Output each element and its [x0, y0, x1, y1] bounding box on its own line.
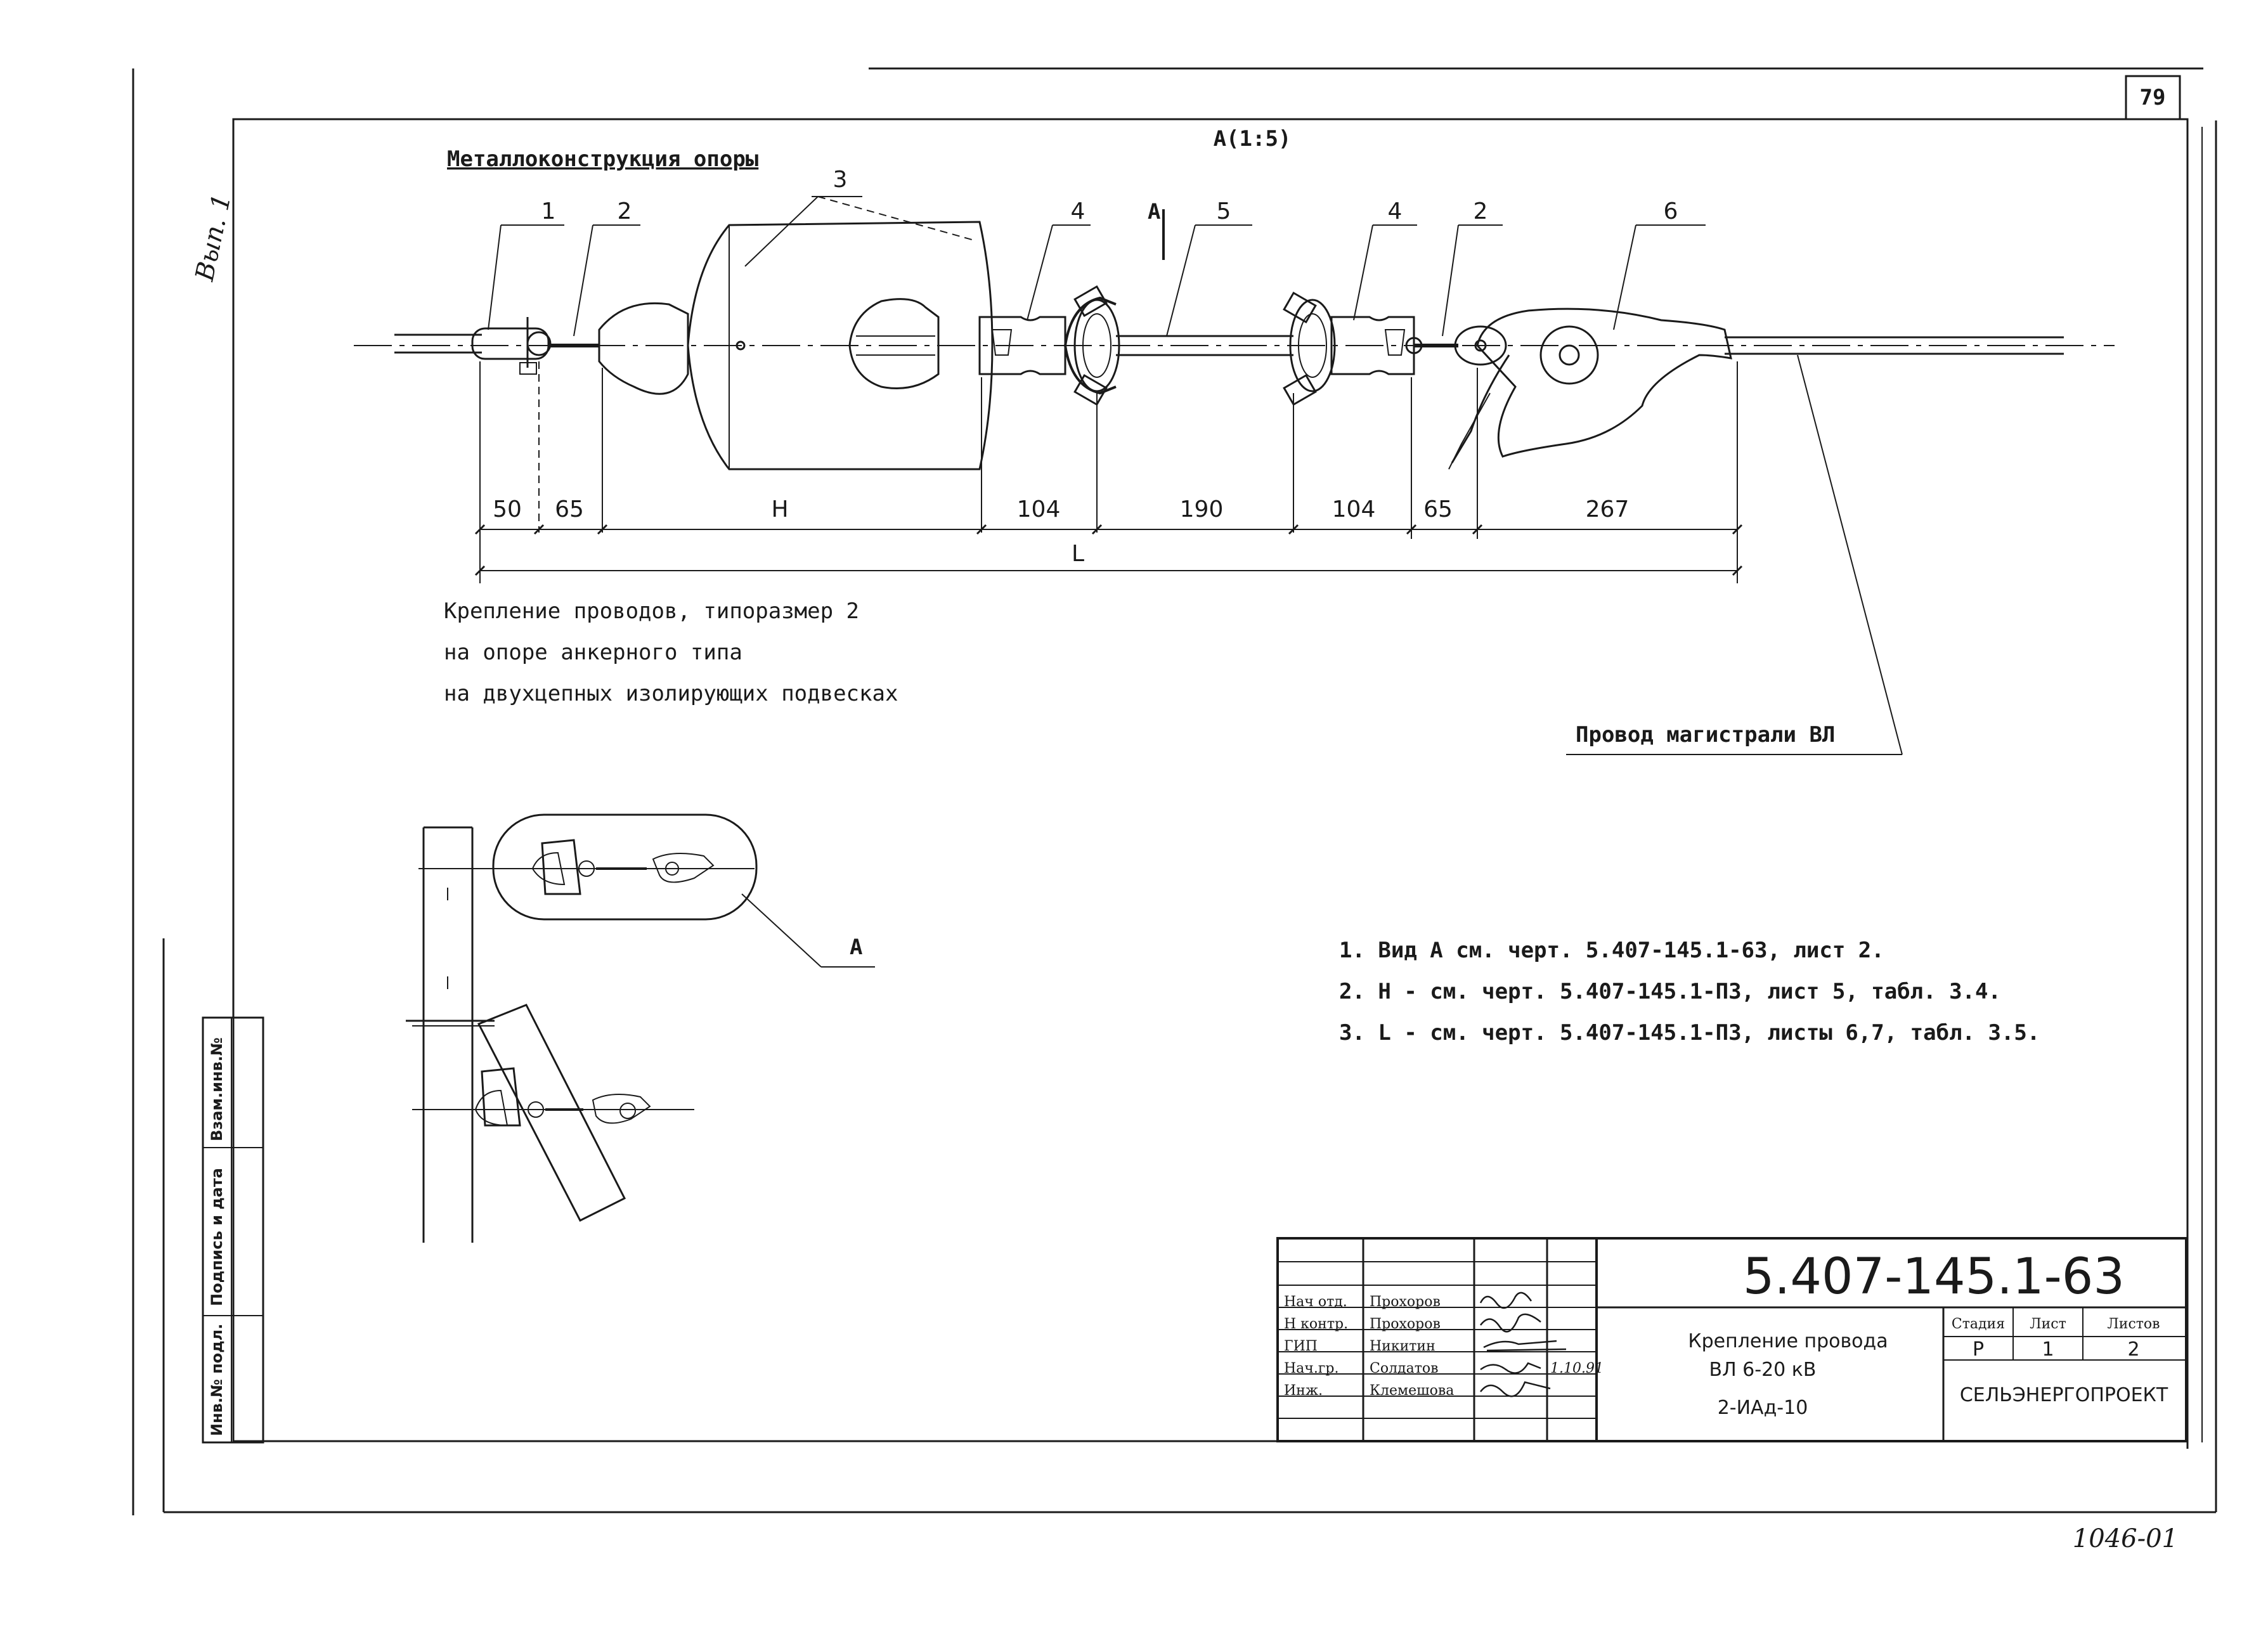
main-wire-label: Провод магистрали ВЛ	[1576, 722, 1835, 748]
position-callouts: 1 2 3 4 5 4 2 6	[488, 167, 1706, 337]
vyp-mark: Вып. 1	[190, 191, 237, 284]
dim-50: 50	[493, 496, 522, 522]
pos-6: 6	[1664, 198, 1678, 224]
clevis-right	[1330, 316, 1415, 375]
note-2: 2. Н - см. черт. 5.407-145.1-ПЗ, лист 5,…	[1339, 979, 2001, 1004]
dimension-chain: 50 65 Н 104 190 104 65 267 L	[474, 361, 1743, 583]
sheet-frame: 79	[132, 67, 2217, 1515]
staff-role-3: ГИП	[1284, 1338, 1318, 1354]
sheets-value: 2	[2127, 1338, 2139, 1361]
title-line-2: ВЛ 6-20 кВ	[1709, 1359, 1817, 1381]
pos-2-left: 2	[618, 198, 632, 224]
side-stamp-signature-date: Подпись и дата	[208, 1168, 226, 1306]
dim-267: 267	[1586, 496, 1630, 522]
side-stamp: Взам.инв.№ Подпись и дата Инв.№ подл.	[202, 1016, 264, 1444]
side-stamp-replace-inv: Взам.инв.№	[208, 1037, 226, 1141]
pos-3: 3	[833, 167, 848, 193]
side-stamp-original-inv: Инв.№ подл.	[208, 1324, 226, 1436]
pos-1: 1	[541, 198, 556, 224]
staff-role-4: Нач.гр.	[1284, 1361, 1338, 1376]
insulator-cap-right	[848, 298, 940, 389]
clevis-left	[978, 316, 1066, 375]
caption: Крепление проводов, типоразмер 2 на опор…	[444, 599, 898, 706]
staff-name-5: Клемешова	[1370, 1383, 1454, 1399]
staff-name-4: Солдатов	[1370, 1361, 1439, 1376]
pos-5: 5	[1217, 198, 1231, 224]
date-mark: 1.10.91	[1550, 1361, 1604, 1376]
sheets-header: Листов	[2107, 1316, 2160, 1332]
pos-4-right: 4	[1388, 198, 1403, 224]
pos-2-right: 2	[1474, 198, 1488, 224]
staff-role-1: Нач отд.	[1284, 1294, 1347, 1310]
insulator-assembly	[354, 221, 2115, 470]
yoke-right	[1283, 291, 1336, 406]
caption-line-2: на опоре анкерного типа	[444, 640, 742, 665]
support-structure-label: Металлоконструкция опоры	[447, 146, 758, 172]
signatures	[1479, 1292, 1567, 1397]
pos-4-left: 4	[1071, 198, 1085, 224]
caption-line-3: на двухцепных изолирующих подвесках	[444, 681, 898, 706]
dim-h: Н	[771, 496, 788, 522]
section-mark: А	[1148, 199, 1165, 260]
staff-name-2: Прохоров	[1370, 1316, 1441, 1332]
detail-callout-label: А	[850, 935, 862, 960]
stage-header: Стадия	[1952, 1316, 2005, 1332]
insulator-disc	[687, 221, 994, 470]
organization: СЕЛЬЭНЕРГОПРОЕКТ	[1960, 1384, 2168, 1406]
dim-104-left: 104	[1017, 496, 1061, 522]
staff-role-2: Н контр.	[1284, 1316, 1348, 1332]
note-1: 1. Вид А см. черт. 5.407-145.1-63, лист …	[1339, 938, 1884, 963]
staff-name-3: Никитин	[1370, 1338, 1435, 1354]
dim-l: L	[1072, 541, 1084, 567]
tension-clamp	[1476, 308, 1732, 458]
sheet-header: Лист	[2030, 1316, 2066, 1332]
page-number: 79	[2140, 85, 2166, 110]
title-line-1: Крепление провода	[1688, 1330, 1888, 1352]
main-wire-callout: Провод магистрали ВЛ	[1566, 354, 1903, 755]
overview-brace	[477, 1004, 626, 1222]
dim-65-left: 65	[555, 496, 584, 522]
yoke-left	[1064, 285, 1120, 406]
svg-text:А: А	[1148, 199, 1160, 224]
note-3: 3. L - см. черт. 5.407-145.1-ПЗ, листы 6…	[1339, 1020, 2040, 1046]
caption-line-1: Крепление проводов, типоразмер 2	[444, 599, 859, 624]
detail-callout-capsule	[492, 813, 758, 921]
insulator-cap-left	[598, 302, 689, 395]
page-number-box	[2125, 75, 2181, 120]
overview-sketch: А	[406, 813, 875, 1243]
title-line-3: 2-ИАд-10	[1718, 1397, 1808, 1419]
stage-value: Р	[1973, 1338, 1984, 1361]
view-title: А(1:5)	[1214, 126, 1292, 152]
notes: 1. Вид А см. черт. 5.407-145.1-63, лист …	[1339, 938, 2040, 1046]
staff-name-1: Прохоров	[1370, 1294, 1441, 1310]
dim-65-right: 65	[1423, 496, 1453, 522]
dim-190: 190	[1180, 496, 1224, 522]
staff-role-5: Инж.	[1284, 1383, 1323, 1399]
title-block: 5.407-145.1-63 Крепление провода ВЛ 6-20…	[1276, 1237, 2187, 1442]
dim-104-right: 104	[1332, 496, 1376, 522]
archive-number: 1046-01	[2073, 1524, 2178, 1553]
sheet-value: 1	[2042, 1338, 2054, 1361]
doc-code: 5.407-145.1-63	[1743, 1248, 2125, 1305]
